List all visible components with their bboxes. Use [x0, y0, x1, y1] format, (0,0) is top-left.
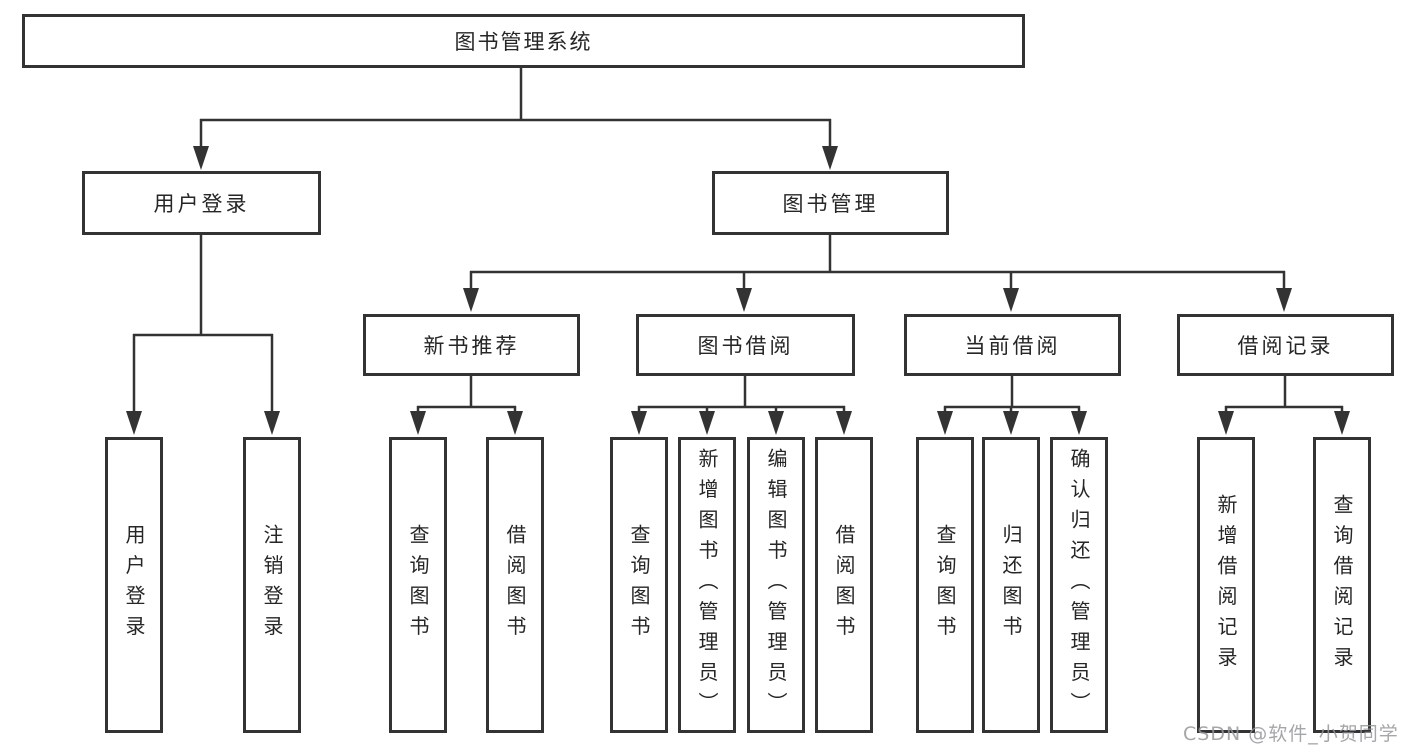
arrowhead-icon: [836, 411, 852, 435]
arrowhead-icon: [1218, 411, 1234, 435]
arrowhead-icon: [193, 146, 209, 170]
node-new-book-recommend-label: 新书推荐: [423, 334, 520, 358]
node-user-login: 用户登录: [82, 171, 321, 235]
node-user-login-label: 用户登录: [153, 192, 250, 216]
watermark: CSDN @软件_小贺同学: [1183, 723, 1399, 745]
node-new-book-recommend: 新书推荐: [363, 314, 580, 376]
leaf-query-borrow-record: 查询借阅记录: [1313, 437, 1371, 733]
edge-book-mgmt-to-level3: [463, 233, 1292, 312]
leaf-query-books-borrow: 查询图书: [610, 437, 668, 733]
node-current-borrow-label: 当前借阅: [964, 334, 1061, 358]
arrowhead-icon: [699, 411, 715, 435]
edge-borrow-to-leaves: [631, 374, 852, 435]
leaf-confirm-return-admin-label: 确认归还（管理员）: [1067, 447, 1091, 723]
leaf-query-books-current-label: 查询图书: [933, 524, 957, 646]
leaf-borrow-books-borrow: 借阅图书: [815, 437, 873, 733]
arrowhead-icon: [410, 411, 426, 435]
arrowhead-icon: [264, 411, 280, 435]
leaf-user-login-label: 用户登录: [122, 524, 146, 646]
node-borrow-records-label: 借阅记录: [1237, 334, 1334, 358]
leaf-add-borrow-record: 新增借阅记录: [1197, 437, 1255, 733]
leaf-borrow-books-recommend-label: 借阅图书: [503, 524, 527, 646]
edge-user-login-to-leaves: [126, 233, 280, 435]
arrowhead-icon: [1334, 411, 1350, 435]
arrowhead-icon: [126, 411, 142, 435]
node-current-borrow: 当前借阅: [904, 314, 1121, 376]
arrowhead-icon: [822, 146, 838, 170]
leaf-query-books-recommend-label: 查询图书: [406, 524, 430, 646]
leaf-borrow-books-recommend: 借阅图书: [486, 437, 544, 733]
arrowhead-icon: [1276, 288, 1292, 312]
arrowhead-icon: [507, 411, 523, 435]
node-book-management: 图书管理: [712, 171, 949, 235]
arrowhead-icon: [1003, 288, 1019, 312]
leaf-return-book-label: 归还图书: [999, 524, 1023, 646]
node-root: 图书管理系统: [22, 14, 1025, 68]
edge-records-to-leaves: [1218, 374, 1350, 435]
arrowhead-icon: [631, 411, 647, 435]
arrowhead-icon: [1071, 411, 1087, 435]
node-book-management-label: 图书管理: [782, 192, 879, 216]
arrowhead-icon: [937, 411, 953, 435]
leaf-return-book: 归还图书: [982, 437, 1040, 733]
leaf-query-books-current: 查询图书: [916, 437, 974, 733]
leaf-query-borrow-record-label: 查询借阅记录: [1330, 493, 1354, 677]
arrowhead-icon: [768, 411, 784, 435]
edge-recommend-to-leaves: [410, 374, 523, 435]
leaf-borrow-books-borrow-label: 借阅图书: [832, 524, 856, 646]
arrowhead-icon: [1003, 411, 1019, 435]
leaf-query-books-borrow-label: 查询图书: [627, 524, 651, 646]
leaf-add-book-admin: 新增图书（管理员）: [678, 437, 736, 733]
edge-current-to-leaves: [937, 374, 1087, 435]
node-book-borrow-label: 图书借阅: [697, 334, 794, 358]
arrowhead-icon: [463, 288, 479, 312]
leaf-edit-book-admin-label: 编辑图书（管理员）: [764, 447, 788, 723]
leaf-query-books-recommend: 查询图书: [389, 437, 447, 733]
leaf-logout: 注销登录: [243, 437, 301, 733]
node-borrow-records: 借阅记录: [1177, 314, 1394, 376]
leaf-confirm-return-admin: 确认归还（管理员）: [1050, 437, 1108, 733]
node-book-borrow: 图书借阅: [636, 314, 855, 376]
node-root-label: 图书管理系统: [454, 30, 593, 54]
leaf-edit-book-admin: 编辑图书（管理员）: [747, 437, 805, 733]
edge-root-to-level2: [193, 67, 838, 170]
leaf-logout-label: 注销登录: [260, 524, 284, 646]
arrowhead-icon: [736, 288, 752, 312]
leaf-user-login: 用户登录: [105, 437, 163, 733]
leaf-add-book-admin-label: 新增图书（管理员）: [695, 447, 719, 723]
leaf-add-borrow-record-label: 新增借阅记录: [1214, 493, 1238, 677]
